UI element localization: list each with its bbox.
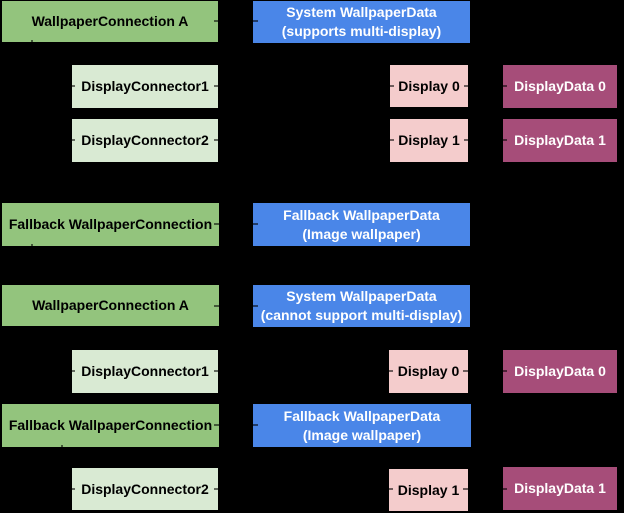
connector-stub [498,85,507,87]
box-fallback-wallpaper-connection: Fallback WallpaperConnection [2,203,219,246]
connector-stub [498,370,507,372]
connector-stub [214,139,223,141]
connector-stub [384,488,393,490]
connector-stub [384,370,393,372]
box-display-1-2: Display 1 [389,469,468,511]
connector-stub [214,305,223,307]
box-label-line2: (supports multi-display) [281,23,442,39]
connector-stub [498,139,507,141]
connector-stub [249,424,258,426]
box-display-connector-1: DisplayConnector1 [72,65,218,108]
connector-stub [66,488,75,490]
connector-stub [214,20,223,22]
connector-stub [66,139,75,141]
box-display-connector-1-2: DisplayConnector1 [72,350,218,393]
box-system-wallpaper-data-multi: System WallpaperData (supports multi-dis… [253,1,470,43]
connector-stub [249,223,258,225]
box-label: Display 0 [397,363,460,379]
connector-stub [214,370,223,372]
box-display-0-2: Display 0 [389,350,468,393]
connector-stub [66,370,75,372]
box-display-1: Display 1 [390,119,468,162]
box-label-line1: System WallpaperData [286,288,437,304]
box-label-line1: Fallback WallpaperData [283,206,440,223]
box-label-line2: (Image wallpaper) [302,225,421,242]
box-label: Fallback WallpaperConnection [8,216,213,232]
box-label: DisplayConnector1 [81,363,209,379]
box-fallback-wallpaper-data-2: Fallback WallpaperData (Image wallpaper) [253,404,471,447]
box-label: DisplayData 0 [514,363,606,379]
connector-stub [61,445,63,452]
connector-stub [214,223,223,225]
box-label: DisplayConnector2 [81,132,209,148]
box-label: Display 1 [398,132,460,148]
box-system-wallpaper-data-no-multi: System WallpaperData (cannot support mul… [253,285,470,327]
box-wallpaper-connection-a: WallpaperConnection A [2,1,218,42]
connector-stub [385,139,394,141]
box-label: DisplayData 1 [514,480,606,496]
box-label: DisplayConnector1 [81,78,209,94]
box-display-data-0: DisplayData 0 [503,65,617,108]
connector-stub [31,40,33,47]
box-wallpaper-connection-a-2: WallpaperConnection A [2,285,219,326]
box-label-line1: System WallpaperData [286,4,437,20]
box-label: Display 0 [398,77,460,94]
box-label-line2: (Image wallpaper) [302,426,422,443]
box-display-0: Display 0 [390,65,468,107]
connector-stub [385,85,394,87]
box-label-line1: Fallback WallpaperData [283,407,441,424]
box-label: WallpaperConnection A [31,13,189,29]
connector-stub [66,85,75,87]
connector-stub [249,305,258,307]
box-label: DisplayData 1 [514,132,606,148]
box-label: Display 1 [397,481,460,498]
connector-stub [463,370,472,372]
connector-stub [464,85,473,87]
box-label: DisplayConnector2 [81,480,209,497]
box-label: WallpaperConnection A [32,297,189,313]
connector-stub [463,488,472,490]
connector-stub [31,244,33,251]
connector-stub [214,424,223,426]
box-label: DisplayData 0 [514,78,606,94]
box-display-connector-2: DisplayConnector2 [72,119,218,162]
box-display-data-1-2: DisplayData 1 [503,467,617,510]
box-fallback-wallpaper-data: Fallback WallpaperData (Image wallpaper) [253,203,470,246]
connector-stub [214,85,223,87]
box-display-data-1: DisplayData 1 [503,119,617,162]
box-label-line2: (cannot support multi-display) [260,307,463,323]
box-display-connector-2-2: DisplayConnector2 [72,468,218,510]
connector-stub [214,488,223,490]
connector-stub [249,20,258,22]
connector-stub [498,488,507,490]
box-fallback-wallpaper-connection-2: Fallback WallpaperConnection [2,404,219,447]
box-label: Fallback WallpaperConnection [8,417,213,433]
box-display-data-0-2: DisplayData 0 [503,350,617,393]
connector-stub [464,139,473,141]
